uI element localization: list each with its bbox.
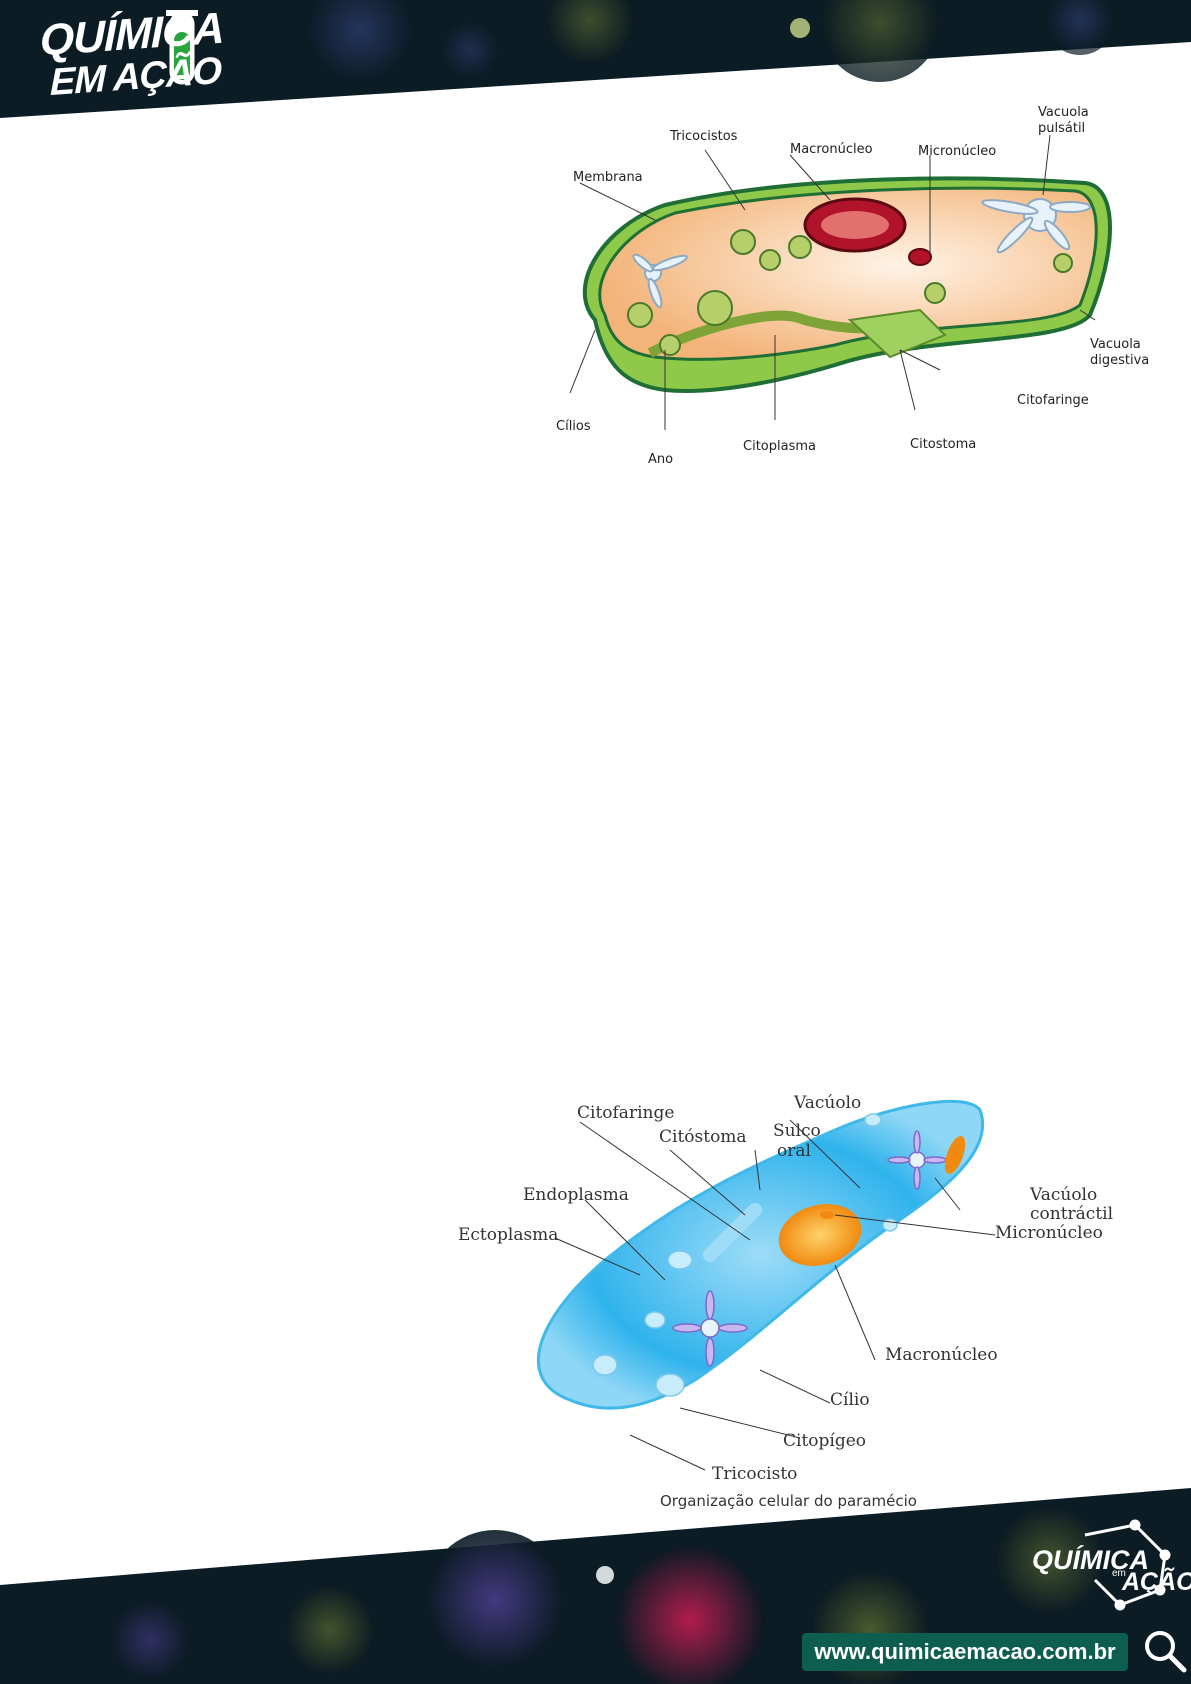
header-banner — [0, 0, 1191, 118]
label-micronucleo-2: Micronúcleo — [995, 1223, 1103, 1243]
label-citopigeo-2: Citopígeo — [783, 1431, 866, 1451]
label-citofaringe-2: Citofaringe — [577, 1103, 674, 1123]
contractile-vacuole-left — [632, 253, 688, 309]
label-endoplasma-2: Endoplasma — [523, 1185, 629, 1205]
label-vacuola-digestiva-2: digestiva — [1090, 353, 1149, 368]
label-ano: Ano — [648, 452, 673, 467]
label-citoplasma: Citoplasma — [743, 439, 816, 454]
macronucleus-shape-2 — [778, 1204, 862, 1266]
contractile-vacuole-2b — [887, 1130, 947, 1190]
label-tricocisto-2: Tricocisto — [712, 1464, 797, 1484]
leader-lines-1 — [569, 134, 1096, 430]
footer-logo-small: em — [1112, 1568, 1126, 1579]
label-sulco-2: oral — [777, 1141, 811, 1161]
label-citofaringe: Citofaringe — [1017, 393, 1089, 408]
label-membrana: Membrana — [573, 170, 643, 185]
contractile-vacuole-2a — [672, 1290, 748, 1367]
leader-lines-2 — [554, 1119, 996, 1471]
oral-groove-2 — [703, 1203, 762, 1262]
label-vacuolo-contractil-2: contráctil — [1030, 1204, 1113, 1224]
label-sulco-1: Sulco — [773, 1121, 821, 1141]
label-citostoma: Citostoma — [910, 437, 976, 452]
search-icon[interactable] — [1142, 1628, 1188, 1674]
micronucleus-shape-2 — [820, 1211, 834, 1219]
macronucleus-inner — [821, 211, 889, 239]
food-vacuoles-2 — [592, 1113, 898, 1397]
footer-logo-line1: QUÍMICA — [1032, 1545, 1149, 1575]
label-vacuola-pulsatil-2: pulsátil — [1038, 121, 1085, 136]
website-url-box[interactable] — [802, 1633, 1128, 1671]
label-vacuola-digestiva-1: Vacuola — [1090, 337, 1141, 352]
paramecium-diagram-1: Tricocistos Macronúcleo Micronúcleo Vacu… — [556, 105, 1149, 467]
label-citostoma-2: Citóstoma — [659, 1127, 747, 1147]
label-ectoplasma-2: Ectoplasma — [458, 1225, 558, 1245]
figure-caption: Organização celular do paramécio — [660, 1492, 917, 1510]
label-macronucleo-2: Macronúcleo — [885, 1345, 998, 1365]
vacuole-orange — [944, 1136, 966, 1174]
contractile-vacuole-right — [981, 198, 1091, 254]
label-micronucleo: Micronúcleo — [918, 144, 996, 159]
paramecium-diagram-2: Citofaringe Citóstoma Sulco oral Vacúolo… — [458, 1093, 1113, 1510]
molecule-logo-icon — [1084, 1519, 1171, 1611]
micronucleus-shape — [908, 248, 932, 266]
label-vacuolo-contractil-1: Vacúolo — [1029, 1185, 1097, 1205]
label-vacuola-pulsatil-1: Vacuola — [1038, 105, 1089, 120]
website-url-link[interactable]: www.quimicaemacao.com.br — [814, 1639, 1116, 1664]
test-tube-icon — [166, 10, 198, 85]
citostoma-shape — [847, 308, 947, 359]
footer-logo-line2: AÇÃO — [1122, 1568, 1191, 1596]
digestive-vacuoles — [627, 229, 1073, 356]
label-macronucleo: Macronúcleo — [790, 142, 873, 157]
label-vacuolo-2: Vacúolo — [793, 1093, 861, 1113]
label-tricocistos: Tricocistos — [669, 129, 738, 144]
label-cilios: Cílios — [556, 419, 591, 434]
label-cilio-2: Cílio — [830, 1390, 870, 1410]
